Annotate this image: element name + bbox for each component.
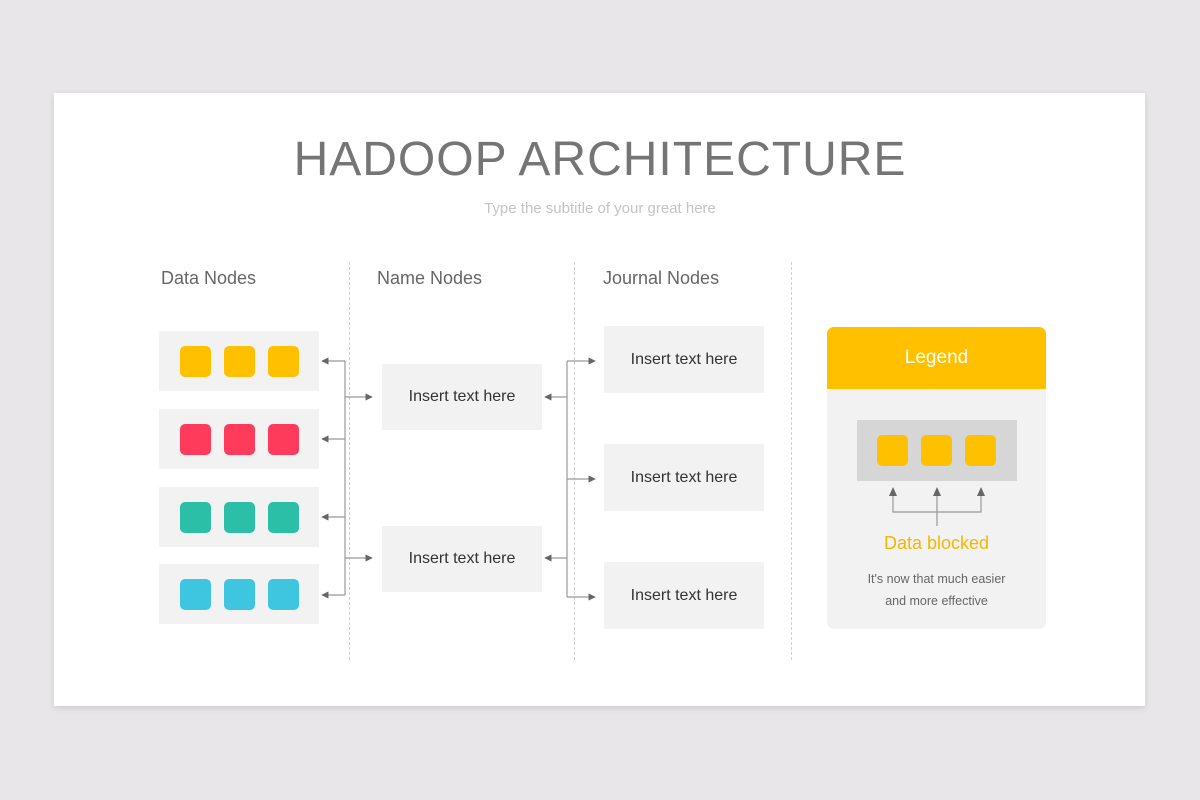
data-block-square — [224, 502, 255, 533]
data-block-square — [268, 346, 299, 377]
data-block-square — [224, 346, 255, 377]
journal-node-box: Insert text here — [604, 562, 764, 629]
data-block-square — [224, 424, 255, 455]
data-block-square — [268, 579, 299, 610]
data-node-row — [159, 409, 319, 469]
page-title: HADOOP ARCHITECTURE — [293, 133, 907, 186]
legend-square — [877, 435, 908, 466]
legend-square — [965, 435, 996, 466]
legend-arrows — [889, 487, 985, 526]
data-block-square — [268, 424, 299, 455]
name-node-box: Insert text here — [382, 526, 542, 592]
data-node-row — [159, 331, 319, 391]
data-node-row — [159, 564, 319, 624]
name-nodes-header: Name Nodes — [377, 268, 483, 288]
data-block-square — [268, 502, 299, 533]
data-block-square — [180, 346, 211, 377]
data-block-square — [180, 579, 211, 610]
legend-desc-line: and more effective — [885, 594, 988, 608]
journal-node-box: Insert text here — [604, 444, 764, 511]
journal-node-box: Insert text here — [604, 326, 764, 393]
data-node-row — [159, 487, 319, 547]
data-block-square — [224, 579, 255, 610]
legend-title: Legend — [827, 327, 1046, 389]
data-block-square — [180, 424, 211, 455]
legend-desc-line: It's now that much easier — [867, 572, 1006, 586]
legend-panel: Legend Data blocked It's now that much e… — [827, 327, 1046, 629]
column-divider — [574, 262, 575, 660]
legend-square — [921, 435, 952, 466]
data-block-square — [180, 502, 211, 533]
name-node-box: Insert text here — [382, 364, 542, 430]
legend-description: It's now that much easier and more effec… — [827, 568, 1046, 612]
page-subtitle: Type the subtitle of your great here — [484, 200, 716, 217]
column-divider — [791, 262, 792, 660]
column-divider — [349, 262, 350, 660]
legend-label: Data blocked — [883, 533, 990, 553]
legend-sample-block — [857, 420, 1017, 481]
journal-nodes-header: Journal Nodes — [603, 268, 720, 288]
data-nodes-header: Data Nodes — [161, 268, 257, 288]
